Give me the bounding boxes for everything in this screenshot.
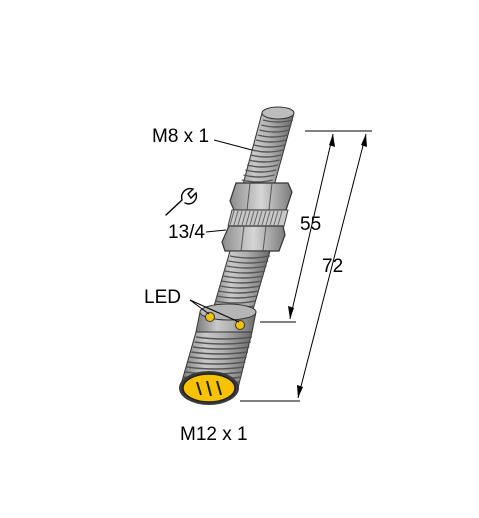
washer-tooth xyxy=(245,210,251,226)
thread-ridge xyxy=(226,265,267,269)
led-label: LED xyxy=(144,287,181,308)
thread-ridge xyxy=(259,129,290,133)
wrench-callout: 13/4 xyxy=(165,187,227,243)
washer-tooth xyxy=(265,210,271,226)
lower-nut xyxy=(221,225,286,252)
thread-ridge xyxy=(246,164,278,168)
thread-ridge xyxy=(241,179,273,183)
middle-thread xyxy=(209,250,271,321)
washer-tooth xyxy=(249,210,255,226)
thread-ridge xyxy=(214,300,256,304)
thread-ridge xyxy=(189,356,247,360)
thread-ridge xyxy=(194,341,251,345)
top-thread-callout: M8 x 1 xyxy=(152,126,253,151)
wrench-icon xyxy=(165,187,198,216)
thread-ridge xyxy=(218,290,259,294)
led-right xyxy=(235,320,245,330)
thread-ridge xyxy=(228,260,269,264)
thread-ridge xyxy=(216,295,257,299)
thread-ridge xyxy=(224,270,266,274)
bottom-thread-callout: M12 x 1 xyxy=(180,424,248,445)
dimension-arrows xyxy=(288,134,367,398)
thread-ridge xyxy=(262,119,294,123)
washer-tooth xyxy=(257,210,263,226)
top-thread-label: M8 x 1 xyxy=(152,126,209,147)
washer-tooth xyxy=(241,210,247,226)
thread-ridge xyxy=(245,169,277,173)
thread-ridge xyxy=(186,366,245,370)
washer-tooth xyxy=(237,210,243,226)
washer-tooth xyxy=(253,210,259,226)
connector-face xyxy=(179,371,239,405)
washer-tooth xyxy=(233,210,239,226)
dimension-55: 55 xyxy=(300,214,321,235)
thread-ridge xyxy=(255,139,287,143)
thread-ridge xyxy=(250,154,282,158)
thread-ridge xyxy=(191,351,249,355)
thread-ridge xyxy=(192,346,250,350)
thread-ridge xyxy=(248,159,280,163)
thread-ridge xyxy=(219,285,261,289)
led-left xyxy=(205,312,215,322)
thread-ridge xyxy=(223,275,264,279)
thread-ridge xyxy=(221,280,262,284)
thread-ridge xyxy=(257,134,289,138)
washer-tooth xyxy=(229,210,235,226)
thread-ridge xyxy=(243,174,275,178)
led-callout: LED xyxy=(144,287,240,323)
thread-ridge xyxy=(229,255,271,259)
thread-ridge xyxy=(253,144,285,148)
thread-ridge xyxy=(252,149,284,153)
dimension-lines xyxy=(240,130,372,402)
washer-tooth xyxy=(277,210,283,226)
bottom-thread-label: M12 x 1 xyxy=(180,424,248,445)
upper-nut xyxy=(229,182,293,211)
thread-ridge xyxy=(261,124,292,128)
dimension-72: 72 xyxy=(322,256,343,277)
lock-washer xyxy=(227,209,289,227)
thread-ridge xyxy=(188,361,246,365)
washer-tooth xyxy=(269,210,275,226)
washer-tooth xyxy=(273,210,279,226)
sensor-body xyxy=(179,106,295,405)
washer-tooth xyxy=(261,210,267,226)
wrench-size-label: 13/4 xyxy=(168,222,205,243)
led-housing xyxy=(195,303,257,333)
thread-ridge xyxy=(195,336,253,340)
